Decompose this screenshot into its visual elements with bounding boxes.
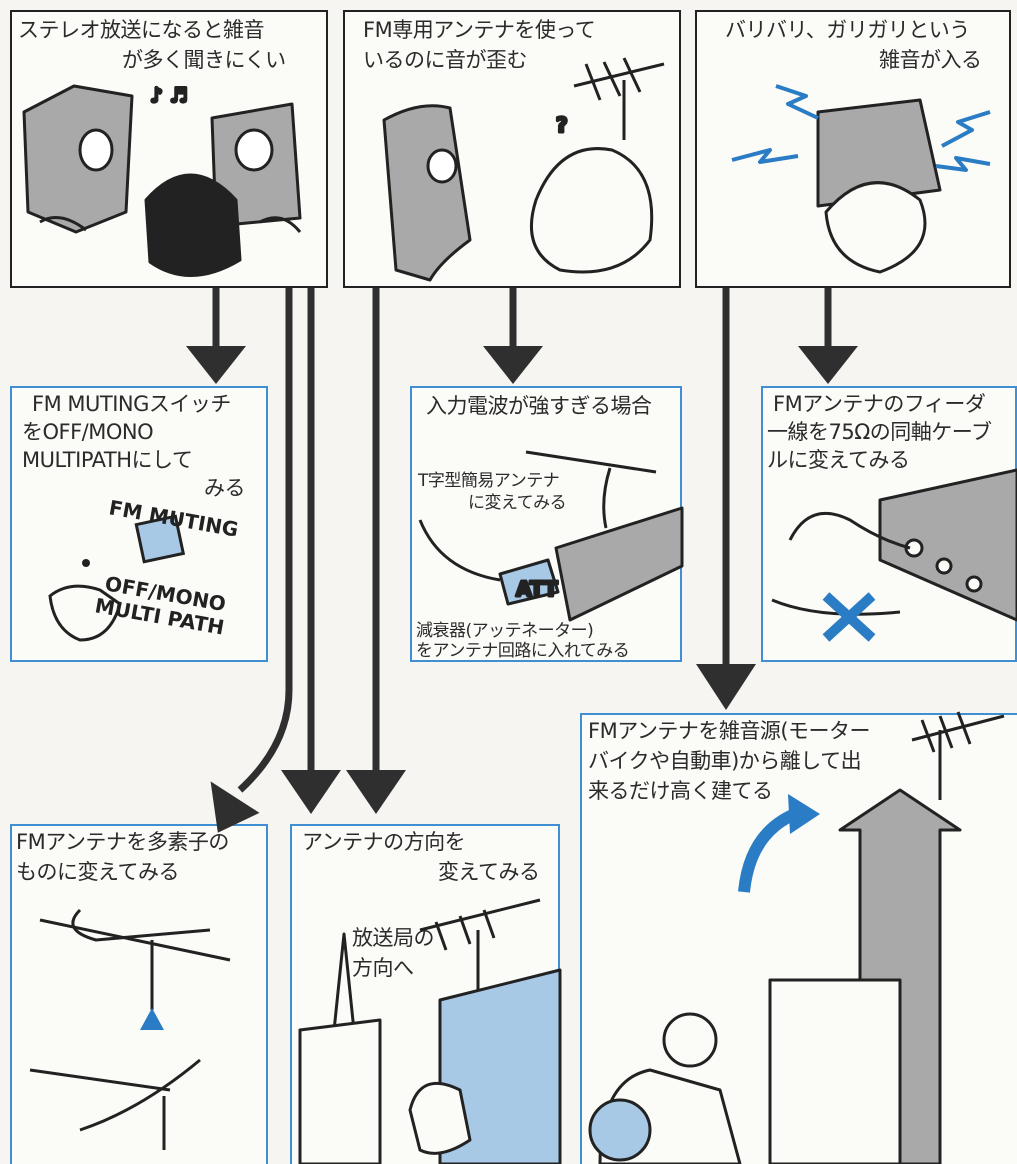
muting-switch-illustration: FM MUTING OFF/MONO MULTI PATH xyxy=(50,495,240,640)
direction-illustration xyxy=(300,900,560,1164)
question-mark-icon: ? xyxy=(556,113,568,137)
strong-signal-illustration: ATT xyxy=(420,452,682,620)
arrow-to-multi-element xyxy=(240,288,289,790)
feeder-illustration xyxy=(772,470,1017,638)
attenuator-label: ATT xyxy=(516,577,558,601)
upgrade-arrow xyxy=(140,1008,164,1030)
stereo-speakers-illustration: ♪ ♬ xyxy=(24,83,300,276)
music-note-icon: ♪ ♬ xyxy=(150,83,188,107)
multi-element-illustration xyxy=(30,910,230,1150)
move-antenna-illustration xyxy=(590,712,1004,1164)
flow-arrows xyxy=(186,288,858,833)
distortion-illustration: ? xyxy=(384,58,664,280)
crackle-illustration xyxy=(732,86,990,272)
